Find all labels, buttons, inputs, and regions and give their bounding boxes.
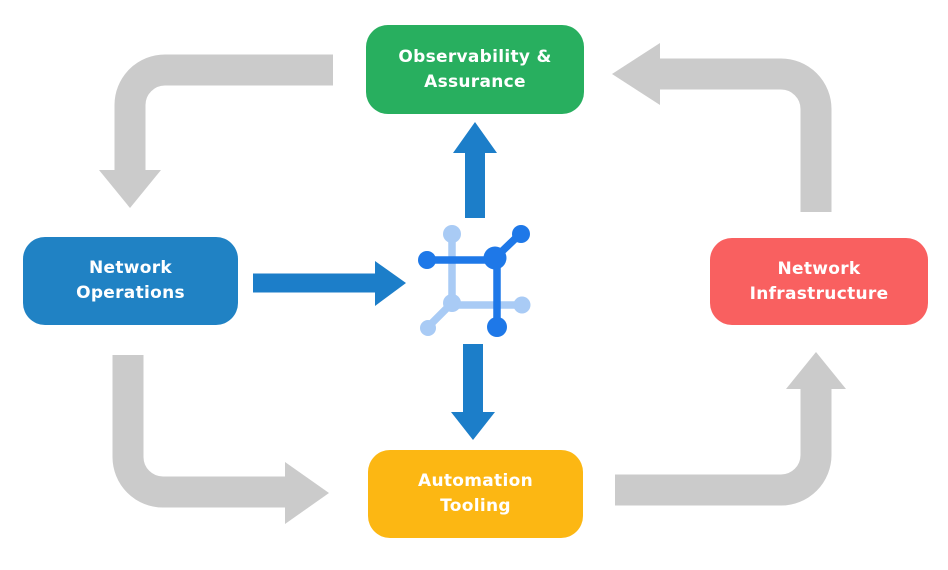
cycle-arrow-observability-to-operations bbox=[99, 54, 333, 208]
cycle-arrow-infrastructure-to-observability bbox=[612, 43, 832, 212]
node-automation-tooling-label: Automation Tooling bbox=[418, 471, 533, 516]
node-network-infrastructure-label: Network Infrastructure bbox=[749, 258, 889, 304]
node-automation-tooling: Automation Tooling bbox=[368, 450, 583, 538]
flow-arrow-icon-to-observability bbox=[453, 122, 497, 218]
node-observability-assurance-label: Observability & Assurance bbox=[398, 46, 552, 92]
node-observability-assurance: Observability & Assurance bbox=[366, 25, 584, 114]
node-network-operations-label: Network Operations bbox=[76, 258, 185, 303]
node-network-infrastructure: Network Infrastructure bbox=[710, 238, 928, 325]
cycle-arrow-automation-to-infrastructure bbox=[615, 352, 846, 506]
network-automation-icon bbox=[418, 225, 531, 337]
node-network-operations: Network Operations bbox=[23, 237, 238, 325]
cycle-arrow-operations-to-automation bbox=[112, 355, 329, 524]
flow-arrow-operations-to-icon bbox=[253, 261, 406, 306]
flow-arrow-icon-to-automation bbox=[451, 344, 495, 440]
